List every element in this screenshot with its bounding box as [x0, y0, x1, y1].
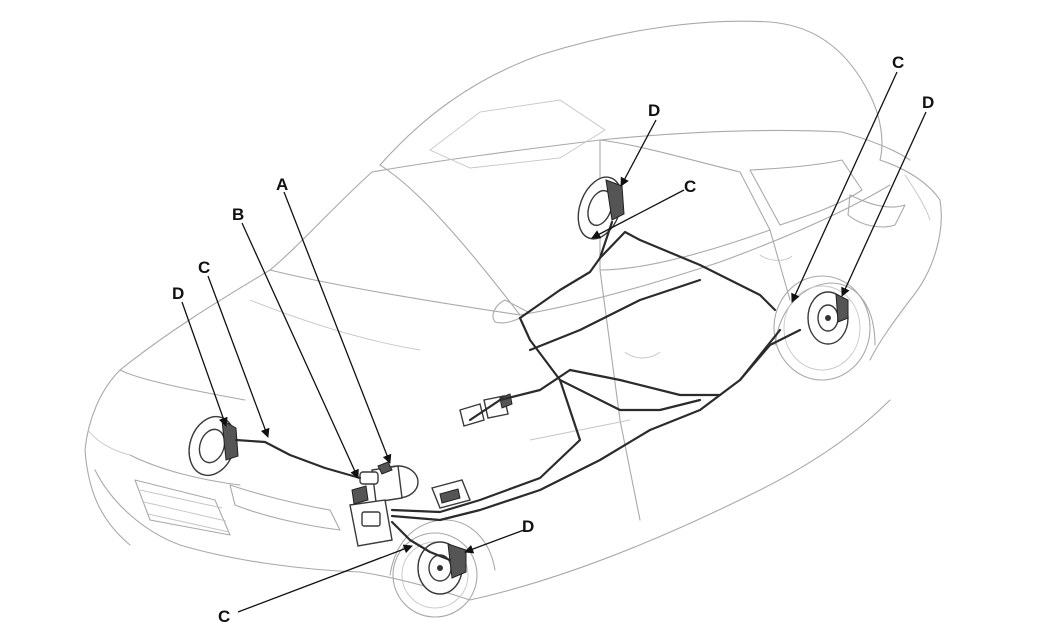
callout-b: B: [232, 205, 244, 224]
callout-c-rear-right: C: [892, 53, 904, 72]
leader-lines: [181, 71, 927, 613]
callout-labels: A B C D D C C D D C: [172, 53, 934, 626]
callout-a: A: [276, 175, 288, 194]
brake-booster-master-cylinder: [359, 461, 471, 509]
callout-c-front-right: C: [218, 607, 230, 626]
callout-c-front-left: C: [198, 258, 210, 277]
car-body-outline: [84, 20, 942, 618]
parking-brake-assembly: [459, 393, 513, 427]
front-left-brake-rotor: [188, 415, 239, 477]
callout-d-rear-right: D: [922, 93, 934, 112]
rear-right-brake-rotor: [807, 291, 849, 345]
abs-hydraulic-unit: [349, 485, 393, 547]
callout-d-front-right: D: [522, 517, 534, 536]
callout-c-rear-left: C: [684, 177, 696, 196]
callout-d-rear-left: D: [648, 101, 660, 120]
brake-lines: [234, 220, 802, 562]
front-right-brake-rotor: [417, 541, 467, 595]
callout-d-front-left: D: [172, 284, 184, 303]
